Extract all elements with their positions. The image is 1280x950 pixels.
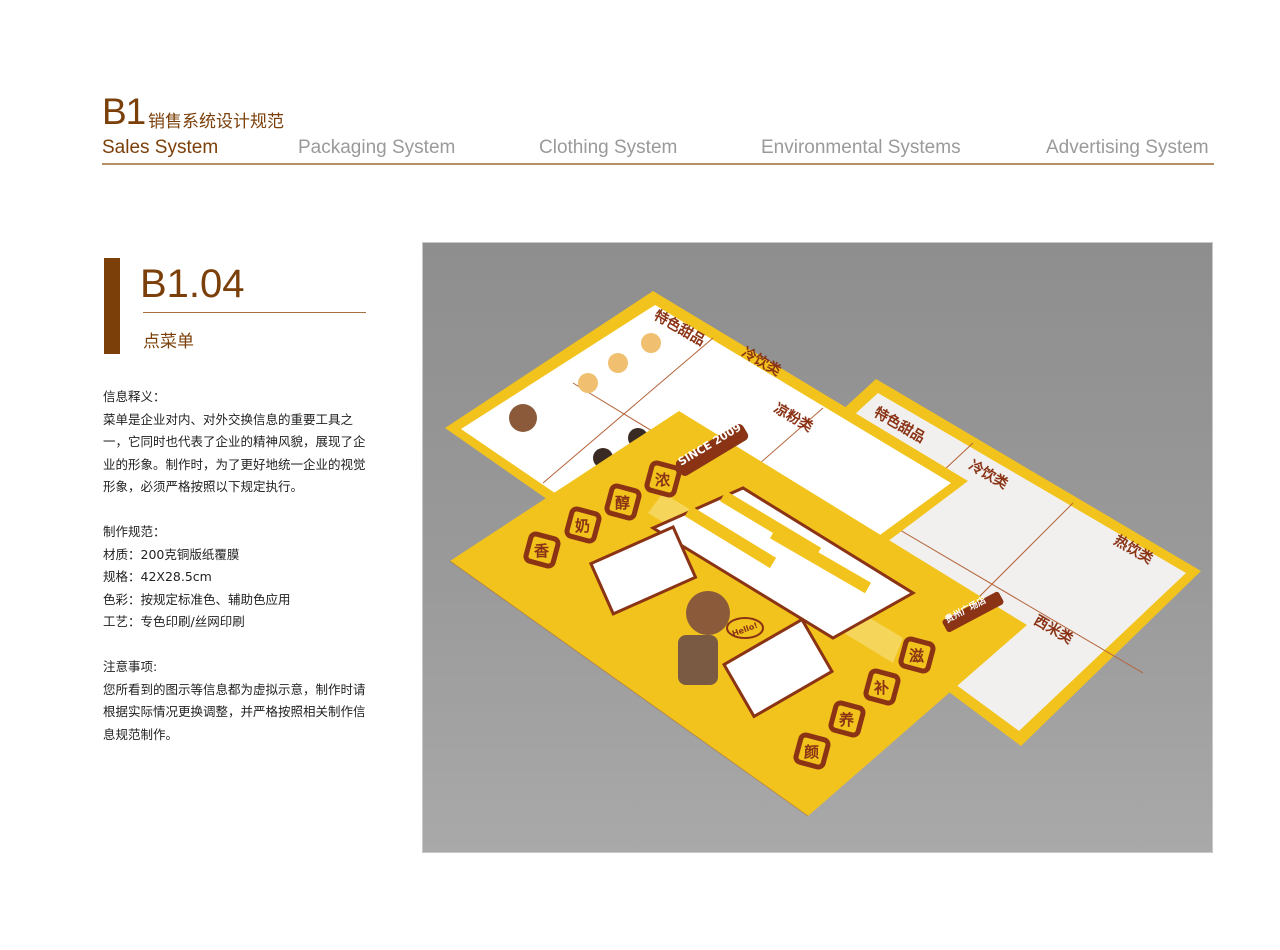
tab-sales-system[interactable]: Sales System <box>102 137 219 158</box>
section-title: 点菜单 <box>143 332 194 352</box>
menu-mockup-illustration: 特色甜品 冷饮类 热饮类 西米类 特色甜品 冷饮类 凉粉类 SINCE 2009 <box>445 291 1201 817</box>
info-heading: 信息释义： <box>103 389 166 404</box>
nav-divider <box>102 163 1214 165</box>
slogan-char: 醇 <box>615 494 630 512</box>
tab-advertising-system[interactable]: Advertising System <box>1046 137 1209 158</box>
menu-mockup-image: 特色甜品 冷饮类 热饮类 西米类 特色甜品 冷饮类 凉粉类 SINCE 2009 <box>422 242 1213 853</box>
note-heading: 注意事项: <box>103 659 158 674</box>
slogan-right: 滋 补 养 颜 <box>793 636 936 770</box>
slogan-char: 颜 <box>804 743 819 761</box>
spec-heading: 制作规范： <box>103 524 166 539</box>
spec-size: 规格：42X28.5cm <box>103 569 212 584</box>
menu-cover-card: SINCE 2009 Hello! 香 奶 醇 浓 <box>449 411 1027 817</box>
tab-packaging-system[interactable]: Packaging System <box>298 137 456 158</box>
mascot-head <box>686 591 730 635</box>
note-text: 您所看到的图示等信息都为虚拟示意，制作时请根据实际情况更换调整，并严格按照相关制… <box>103 681 366 742</box>
info-text: 菜单是企业对内、对外交换信息的重要工具之一，它同时也代表了企业的精神风貌，展现了… <box>103 411 366 495</box>
slogan-char: 奶 <box>575 517 590 535</box>
section-divider <box>143 312 366 313</box>
tab-clothing-system[interactable]: Clothing System <box>539 137 678 158</box>
spec-color: 色彩：按规定标准色、辅助色应用 <box>103 591 291 607</box>
spec-process: 工艺：专色印刷/丝网印刷 <box>103 614 245 629</box>
slogan-char: 浓 <box>655 471 671 489</box>
system-title: 销售系统设计规范 <box>148 112 284 132</box>
section-code: B1.04 <box>140 262 245 306</box>
slogan-char: 养 <box>838 711 855 729</box>
system-code: B1 <box>102 91 146 132</box>
slogan-left: 香 奶 醇 浓 <box>523 460 682 569</box>
section-accent-bar <box>104 258 120 354</box>
description: 信息释义： 菜单是企业对内、对外交换信息的重要工具之一，它同时也代表了企业的精神… <box>103 386 373 746</box>
spec-material: 材质：200克铜版纸覆膜 <box>103 546 240 562</box>
tab-environmental-systems[interactable]: Environmental Systems <box>761 137 961 158</box>
slogan-char: 滋 <box>909 647 924 665</box>
slogan-char: 补 <box>873 679 889 697</box>
slogan-char: 香 <box>534 542 549 560</box>
